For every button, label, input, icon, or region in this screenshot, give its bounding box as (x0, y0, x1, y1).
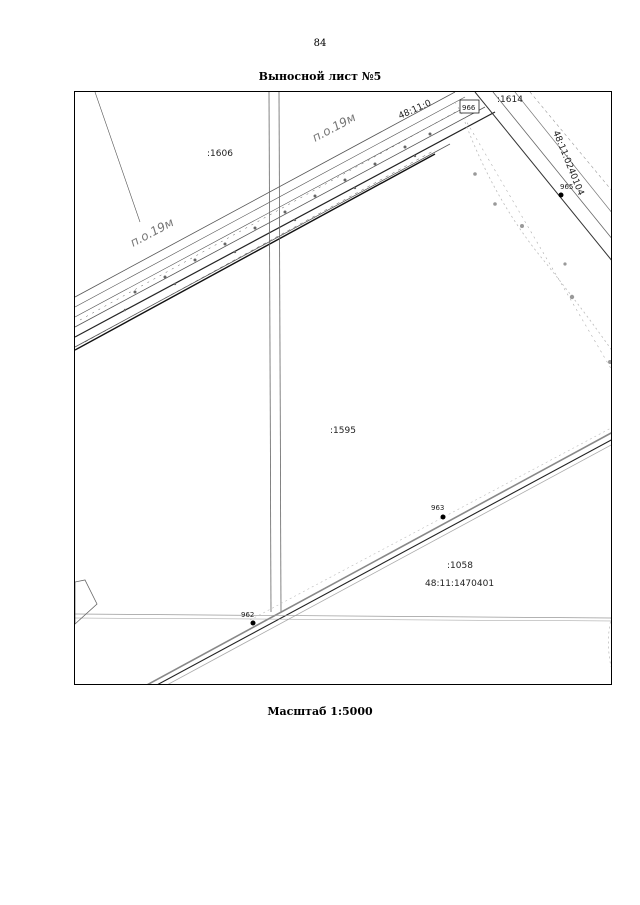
scale-caption: Масштаб 1:5000 (267, 705, 373, 718)
parcel-label-1606: :1606 (207, 149, 233, 159)
parcel-label-1058: :1058 (447, 561, 473, 571)
quarter-label-partial: 48:11:0 (397, 98, 433, 121)
map-frame: :1606 :1614 :1595 :1058 48:11:1470401 48… (74, 91, 612, 685)
horizontal-boundary (75, 613, 611, 622)
road-corridor-lower (147, 427, 611, 684)
point-966-box (459, 99, 480, 114)
cadastral-map: :1606 :1614 :1595 :1058 48:11:1470401 48… (75, 92, 611, 684)
sheet-title: Выносной лист №5 (258, 70, 382, 83)
point-962-marker (250, 620, 256, 626)
road-corridor-upper (75, 92, 496, 351)
left-parcel-fragment (75, 579, 98, 625)
point-label-965: 965 (560, 183, 573, 191)
point-label-966: 966 (462, 104, 476, 112)
quarter-label-1470401: 48:11:1470401 (425, 579, 494, 589)
right-edge-fragment (608, 617, 611, 668)
vegetation-marks (473, 172, 611, 364)
parcel-boundary-line (94, 92, 141, 223)
point-label-963: 963 (431, 504, 444, 512)
point-label-962: 962 (241, 611, 254, 619)
point-965-marker (558, 192, 564, 198)
point-963-marker (440, 514, 446, 520)
road-markers (123, 132, 432, 312)
boundary-points (250, 192, 564, 626)
vertical-boundary (268, 92, 282, 613)
road-corridor-right (454, 92, 611, 370)
parcel-label-1595: :1595 (330, 426, 356, 436)
road-label-upper: п.о.19м (310, 110, 358, 144)
page-number: 84 (313, 38, 327, 49)
road-label-lower: п.о.19м (128, 215, 176, 249)
parcel-label-1614: :1614 (497, 95, 523, 105)
